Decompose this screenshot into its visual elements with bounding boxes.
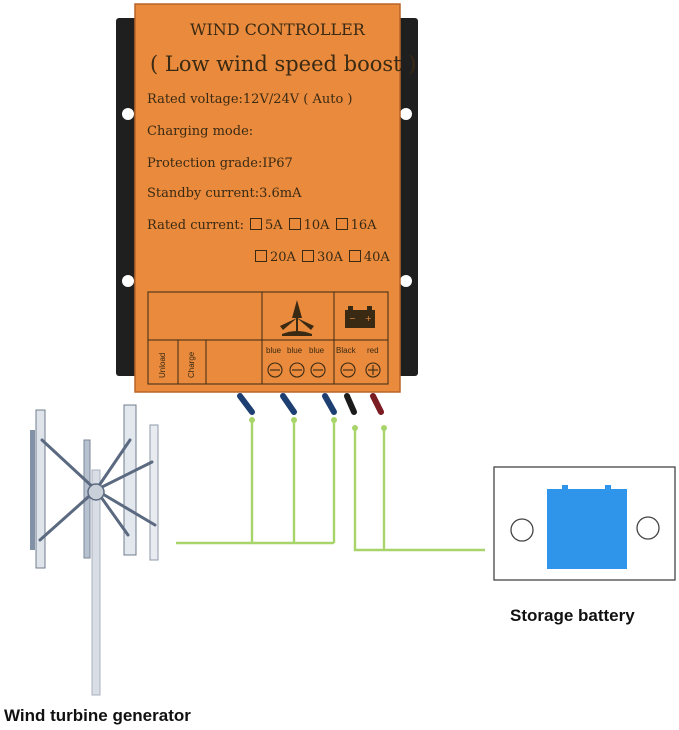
blue-label-2: blue [287,346,303,355]
checkbox-icon [335,218,348,230]
charging-mode-text: Charging mode: [147,124,254,139]
standby-current-text: Standby current:3.6mA [147,186,302,201]
battery-icon: − + [345,306,375,328]
checkbox-icon [288,218,301,230]
current-option: 10A [303,218,330,233]
current-option: 20A [270,250,296,265]
turbine-caption: Wind turbine generator [4,706,191,725]
svg-text:+: + [365,314,372,323]
charge-label: Charge [187,351,196,378]
rated-current-row-2: 20A 30A 40A [249,250,390,265]
current-option: 5A [264,218,283,233]
battery-caption: Storage battery [510,606,635,625]
storage-battery [493,466,676,581]
svg-text:−: − [349,314,356,323]
controller-title: WIND CONTROLLER [190,20,365,39]
blue-label-1: blue [266,346,282,355]
checkbox-icon [249,218,262,230]
current-option: 40A [363,250,390,265]
current-option: 16A [350,218,377,233]
controller-subtitle: ( Low wind speed boost ) [150,52,417,76]
rated-current-row: Rated current: 5A 10A 16A [147,218,377,233]
wire-stubs [237,393,384,415]
mounting-bracket-left [116,18,140,376]
rated-voltage-text: Rated voltage:12V/24V ( Auto ) [147,92,353,107]
connection-wires [176,420,485,552]
checkbox-icon [301,250,314,262]
unload-label: Unload [158,352,167,378]
terminal-screws [267,362,381,378]
terminal-block [147,291,389,385]
rated-current-label: Rated current: [147,218,244,233]
turbine-icon [280,300,314,336]
black-label: Black [336,346,356,355]
blue-label-3: blue [309,346,325,355]
checkbox-icon [255,250,267,262]
current-option: 30A [316,250,343,265]
connection-dots [249,417,387,431]
red-label: red [367,346,379,355]
checkbox-icon [348,250,361,262]
protection-grade-text: Protection grade:IP67 [147,156,293,171]
wind-turbine [30,404,159,696]
